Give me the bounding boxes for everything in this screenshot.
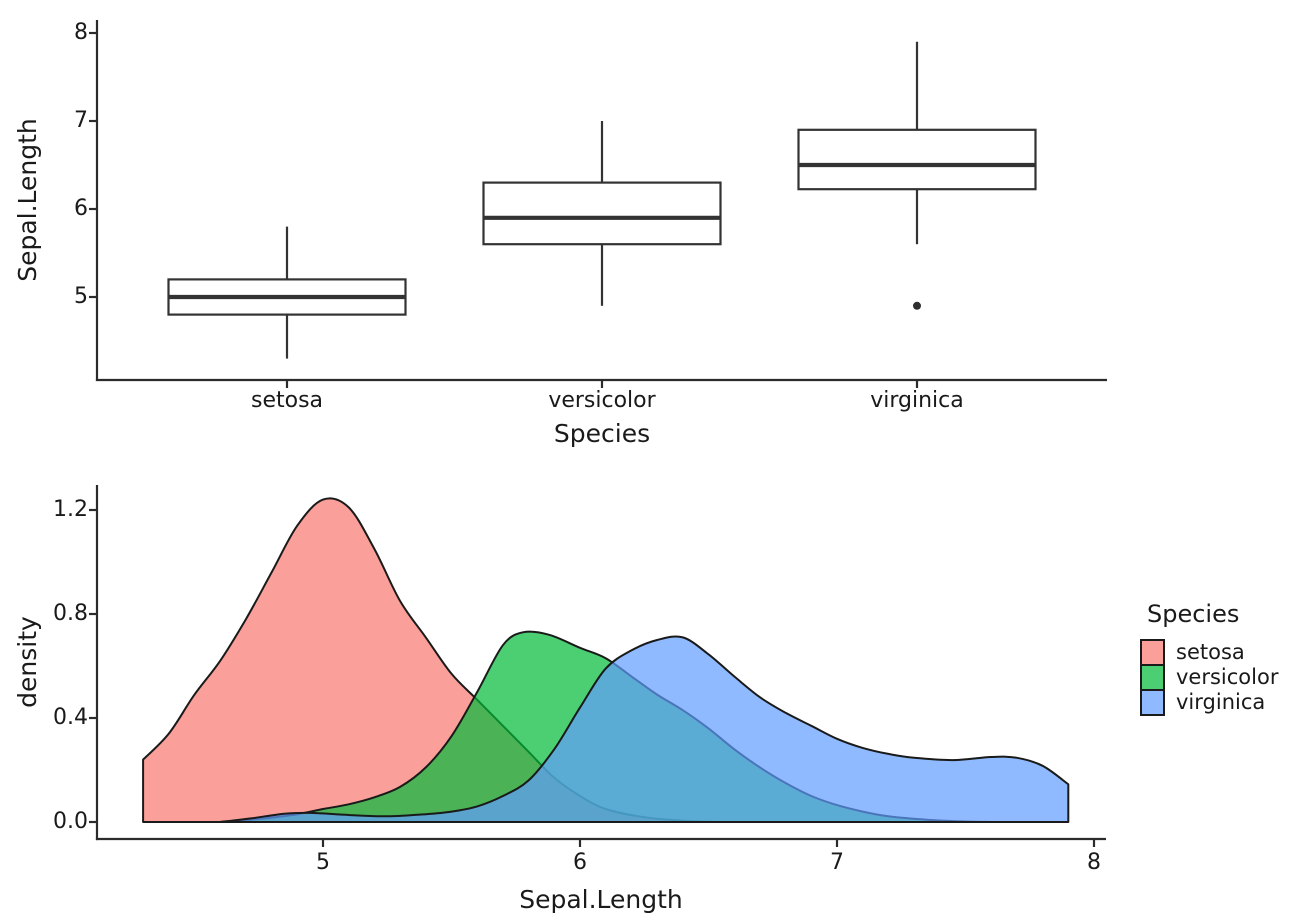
boxplot-ytick-8: 8 bbox=[74, 20, 88, 45]
legend-label-setosa: setosa bbox=[1176, 640, 1245, 664]
boxplot-y-axis-title: Sepal.Length bbox=[13, 118, 42, 282]
density-ytick-1-2: 1.2 bbox=[53, 497, 88, 522]
legend-label-virginica: virginica bbox=[1176, 690, 1266, 714]
legend-swatch-versicolor bbox=[1140, 664, 1165, 691]
boxplot-ytick-5: 5 bbox=[74, 284, 88, 309]
outlier-point-virginica bbox=[913, 301, 921, 310]
legend-swatch-setosa bbox=[1140, 639, 1165, 666]
boxplot-x-axis-title: Species bbox=[553, 419, 651, 448]
boxplot-category-setosa: setosa bbox=[250, 388, 324, 413]
box-versicolor bbox=[482, 181, 722, 246]
legend-title: Species bbox=[1147, 600, 1240, 628]
boxplot-category-virginica: virginica bbox=[870, 388, 964, 413]
density-ytick-0-0: 0.0 bbox=[53, 809, 88, 834]
density-xtick-5: 5 bbox=[316, 850, 330, 875]
box-virginica bbox=[797, 128, 1037, 191]
density-xtick-8: 8 bbox=[1087, 850, 1101, 875]
boxplot-ytick-7: 7 bbox=[74, 108, 88, 133]
legend-item-setosa: setosa bbox=[1140, 639, 1278, 666]
boxplot-ytick-6: 6 bbox=[74, 196, 88, 221]
density-y-axis-title: density bbox=[13, 616, 42, 708]
density-ytick-0-4: 0.4 bbox=[53, 705, 88, 730]
density-xtick-7: 7 bbox=[830, 850, 844, 875]
density-x-axis-title: Sepal.Length bbox=[519, 885, 683, 914]
density-area-virginica bbox=[219, 635, 1070, 823]
legend-item-virginica: virginica bbox=[1140, 689, 1278, 716]
density-xtick-6: 6 bbox=[573, 850, 587, 875]
legend: Species setosa versicolor virginica bbox=[1140, 600, 1278, 716]
legend-item-versicolor: versicolor bbox=[1140, 664, 1278, 691]
legend-label-versicolor: versicolor bbox=[1176, 665, 1279, 689]
density-ytick-0-8: 0.8 bbox=[53, 601, 88, 626]
boxplot-category-versicolor: versicolor bbox=[548, 388, 656, 413]
legend-swatch-virginica bbox=[1140, 689, 1165, 716]
